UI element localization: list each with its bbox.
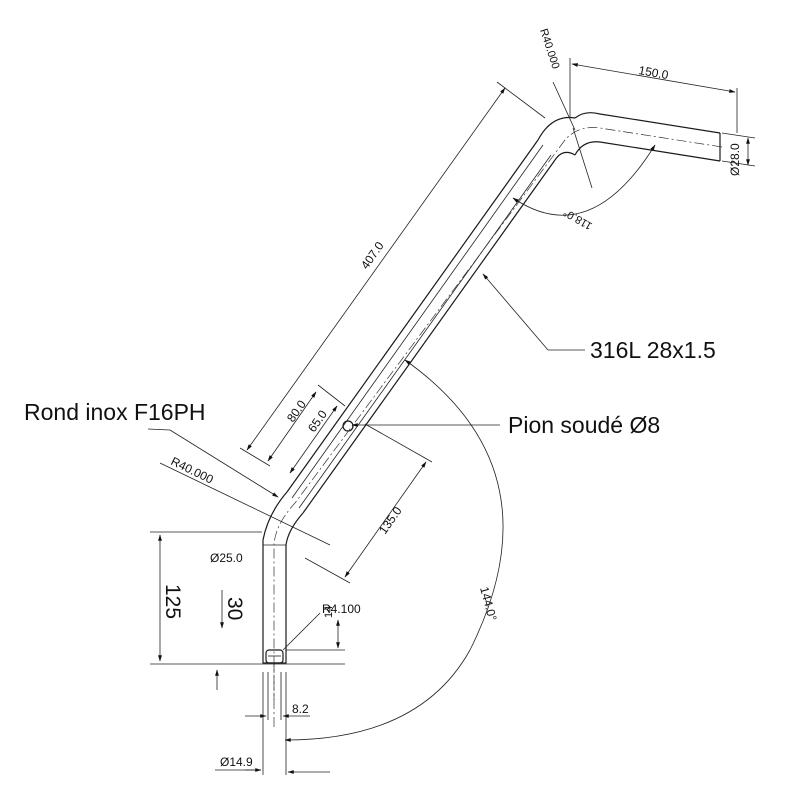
depth-30-label: 30	[223, 597, 246, 620]
centerline	[273, 127, 723, 700]
dim-8-2-label: 8.2	[292, 702, 309, 716]
dim-14-label: 14	[323, 606, 335, 618]
welded-pin	[342, 420, 354, 432]
rod-callout: Rond inox F16PH	[24, 399, 206, 425]
top-tube-lower-edge	[574, 141, 721, 162]
top-radius-label: R40.000	[537, 27, 561, 70]
rod-diameter-label: Ø25.0	[210, 551, 243, 565]
main-tube-upper-edge	[286, 139, 539, 493]
tube-callout: 316L 28x1.5	[590, 337, 716, 363]
main-length-label: 407.0	[358, 239, 387, 272]
main-tube-inner-wall-1	[291, 144, 544, 499]
tube-diameter-label: Ø28.0	[728, 143, 742, 176]
pin-callout: Pion soudé Ø8	[508, 412, 660, 438]
rod-segment-label: 135.0	[376, 504, 405, 537]
tip-diameter-label: Ø14.9	[220, 755, 253, 769]
lower-angle-label: 144.0°	[477, 585, 500, 622]
overall-height-label: 125	[161, 584, 184, 619]
callouts: 316L 28x1.5 Rond inox F16PH Pion soudé Ø…	[24, 337, 716, 438]
lower-bend-outer	[262, 491, 288, 541]
top-tube-upper-edge	[574, 112, 721, 134]
dimension-labels: R40.000 150.0 Ø28.0 118.0° 407.0 80.0 65…	[161, 27, 742, 769]
top-bend-outer	[537, 116, 576, 141]
dimension-lines	[147, 58, 756, 775]
lower-bend-inner	[285, 512, 304, 546]
top-length-label: 150.0	[637, 63, 669, 82]
top-bend-inner	[554, 151, 576, 161]
pin-offset-80-label: 80.0	[284, 397, 309, 424]
tip-radius-label: R4.100	[322, 602, 361, 616]
tip-pin	[265, 649, 284, 664]
main-tube-inner-wall-2	[298, 154, 552, 509]
